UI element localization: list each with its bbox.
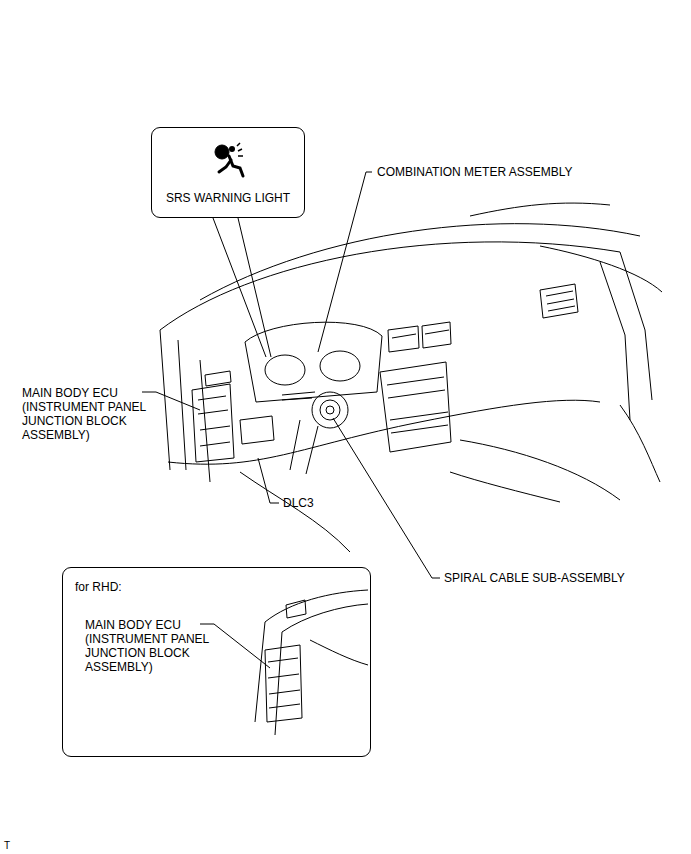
part-name: COMBINATION METER ASSEMBLY bbox=[377, 165, 573, 179]
rhd-inset-drawing bbox=[255, 590, 368, 735]
box-heading: for RHD: bbox=[75, 580, 122, 594]
part-name: MAIN BODY ECU (INSTRUMENT PANEL JUNCTION… bbox=[22, 386, 156, 442]
dashboard-drawing bbox=[160, 203, 662, 552]
connector-name: DLC3 bbox=[283, 496, 314, 510]
box-heading: SRS WARNING LIGHT bbox=[152, 191, 304, 205]
part-name: MAIN BODY ECU (INSTRUMENT PANEL JUNCTION… bbox=[85, 618, 219, 674]
airbag-icon bbox=[215, 143, 243, 176]
part-name: SPIRAL CABLE SUB-ASSEMBLY bbox=[444, 571, 625, 585]
leader-lines bbox=[142, 172, 440, 668]
figure-code: T bbox=[4, 840, 10, 852]
inset-box: for RHD: MAIN BODY ECU (INSTRUMENT PANEL … bbox=[62, 567, 371, 757]
callout-box: SRS WARNING LIGHT bbox=[151, 127, 305, 218]
